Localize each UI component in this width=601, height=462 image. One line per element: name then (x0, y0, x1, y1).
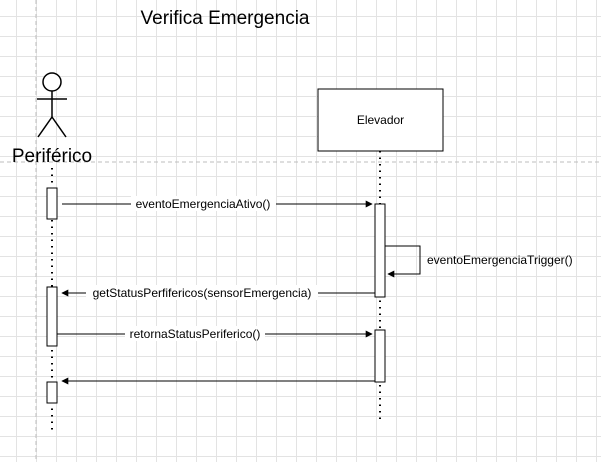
message-4-label: retornaStatusPeriferico() (130, 327, 261, 341)
message-3-label: getStatusPerfifericos(sensorEmergencia) (93, 286, 312, 300)
message-3-label-bg (86, 285, 318, 300)
message-1-label: eventoEmergenciaAtivo() (136, 197, 271, 211)
actor-stick-figure-icon (37, 72, 67, 138)
actor-activation-1 (46, 187, 58, 220)
message-2-self-arrow (385, 245, 421, 278)
elevador-label: Elevador (357, 113, 404, 127)
elevador-box (317, 88, 444, 152)
actor-activation-3 (46, 381, 58, 404)
elevador-activation-2 (374, 329, 386, 383)
elevador-activation-1 (374, 203, 386, 298)
message-1-label-bg (131, 196, 276, 211)
diagram-title: Verifica Emergencia (141, 8, 310, 29)
actor-activation-2 (46, 286, 58, 347)
message-2-label: eventoEmergenciaTrigger() (427, 253, 573, 267)
actor-label: Periférico (12, 146, 92, 167)
message-4-label-bg (125, 326, 265, 341)
